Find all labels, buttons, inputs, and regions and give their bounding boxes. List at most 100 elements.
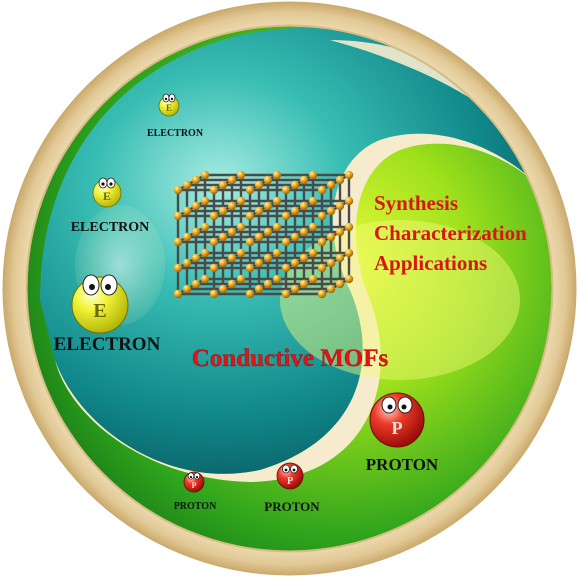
lattice-node [272,222,282,232]
lattice-node [308,170,318,180]
lattice-node [272,170,282,180]
lattice-node [299,279,309,289]
lattice-node [335,201,345,211]
lattice-node [254,258,264,268]
lattice-node [254,232,264,242]
lattice-node [236,170,246,180]
lattice-node [218,180,228,190]
lattice-node [335,279,345,289]
lattice-node [191,227,201,237]
lattice-node [326,206,336,216]
electron-letter: E [103,189,111,203]
lattice-node [263,201,273,211]
lattice-node [290,284,300,294]
lattice-node [182,284,192,294]
lattice-node [200,274,210,284]
lattice-node [335,227,345,237]
lattice-node [209,211,219,221]
proton-letter: P [192,481,197,490]
proton-label-large: PROTON [366,455,439,474]
lattice-node [227,175,237,185]
topic-characterization: Characterization [374,221,527,245]
lattice-node [218,232,228,242]
lattice-node [290,206,300,216]
lattice-node [254,206,264,216]
lattice-node [290,232,300,242]
lattice-node [263,175,273,185]
lattice-node [254,180,264,190]
lattice-node [200,170,210,180]
proton-large: P [369,392,425,448]
lattice-node [200,196,210,206]
lattice-node [272,274,282,284]
lattice-node [326,232,336,242]
lattice-node [245,289,255,299]
lattice-node [299,175,309,185]
lattice-node [326,180,336,190]
lattice-node [218,258,228,268]
lattice-node [344,274,354,284]
lattice-node [182,206,192,216]
lattice-node [326,284,336,294]
electron-medium: E [92,177,122,208]
electron-letter: E [166,103,172,113]
lattice-node [209,263,219,273]
lattice-node [326,258,336,268]
lattice-node [344,170,354,180]
lattice-node [263,253,273,263]
lattice-node [317,211,327,221]
proton-small: P [183,471,205,493]
lattice-node [308,274,318,284]
lattice-node [236,196,246,206]
lattice-node [245,263,255,273]
lattice-node [281,185,291,195]
lattice-node [335,253,345,263]
lattice-node [245,237,255,247]
proton-letter: P [392,418,403,438]
lattice-node [344,248,354,258]
lattice-node [281,289,291,299]
electron-large: E [71,274,129,334]
lattice-node [290,258,300,268]
lattice-node [191,279,201,289]
lattice-node [245,185,255,195]
lattice-node [182,258,192,268]
lattice-node [281,211,291,221]
lattice-node [344,222,354,232]
lattice-node [299,201,309,211]
proton-label-medium: PROTON [264,499,320,514]
lattice-node [200,222,210,232]
lattice-node [227,279,237,289]
lattice-node [209,185,219,195]
lattice-node [299,227,309,237]
proton-medium: P [276,462,304,490]
lattice-node [173,263,183,273]
lattice-node [335,175,345,185]
lattice-node [281,263,291,273]
lattice-node [236,222,246,232]
lattice-node [290,180,300,190]
lattice-node [317,237,327,247]
lattice-node [218,284,228,294]
lattice-node [236,248,246,258]
lattice-node [209,237,219,247]
lattice-node [227,227,237,237]
electron-label-small: ELECTRON [147,128,204,139]
topic-synthesis: Synthesis [374,191,458,215]
lattice-node [173,289,183,299]
lattice-node [191,201,201,211]
lattice-node [281,237,291,247]
lattice-node [317,289,327,299]
lattice-node [173,211,183,221]
lattice-node [182,180,192,190]
lattice-node [263,279,273,289]
lattice-node [236,274,246,284]
lattice-node [218,206,228,216]
lattice-node [263,227,273,237]
electron-letter: E [93,300,106,322]
proton-letter: P [287,476,293,487]
lattice-node [254,284,264,294]
lattice-node [182,232,192,242]
mof-lattice [173,170,354,299]
